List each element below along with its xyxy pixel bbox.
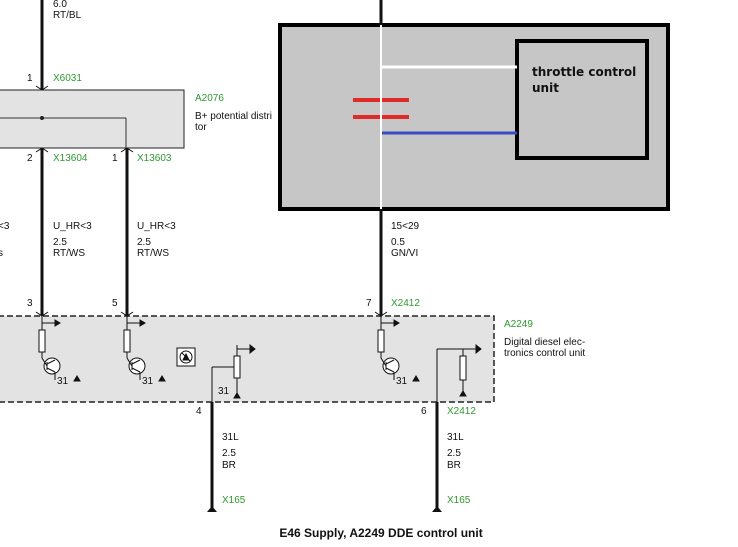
a2076-pin-top: 1 [27, 73, 33, 84]
a2249-conn-6: X2412 [447, 406, 476, 417]
a2249-block [0, 315, 495, 403]
wire2-gauge: 2.5 [137, 237, 151, 248]
throttle-label-line2: unit [532, 81, 559, 95]
a2249-desc-line2: tronics control unit [504, 348, 585, 359]
wire4-color: BR [222, 460, 236, 471]
a2249-pin-3: 3 [27, 298, 33, 309]
wire3-signal: 15<29 [391, 221, 420, 232]
a2249-pin-6: 6 [421, 406, 427, 417]
pressure-sensor-icon [176, 347, 196, 367]
a2249-ground-circuit-6 [436, 343, 482, 402]
a2249-input-3 [35, 311, 49, 317]
ground-label-2: 31 [142, 376, 154, 387]
a2076-pin-left: 2 [27, 153, 33, 164]
wire3-gauge: 0.5 [391, 237, 405, 248]
a2076-block [0, 89, 185, 149]
a2249-input-circuit-3 [377, 316, 420, 382]
bottom-connector-left: X165 [222, 495, 246, 506]
a2076-id: A2076 [195, 93, 224, 104]
wire1-gauge: 2.5 [53, 237, 67, 248]
wire5-color: BR [447, 460, 461, 471]
a2249-ground-circuit-4 [211, 343, 256, 402]
a2249-input-5 [120, 311, 134, 317]
a2249-pin-4: 4 [196, 406, 202, 417]
a2076-desc-line2: tor [195, 122, 207, 133]
a2076-bus-node [40, 116, 44, 120]
wire3-color: GN/VI [391, 248, 418, 259]
wire1-color: RT/WS [53, 248, 85, 259]
ground-label-3: 31 [396, 376, 408, 387]
top-wire-color: RT/BL [53, 10, 82, 21]
left-partial-color: s [0, 248, 3, 259]
bottom-connector-right: X165 [447, 495, 471, 506]
a2249-desc-line1: Digital diesel elec- [504, 337, 585, 348]
a2249-id: A2249 [504, 319, 533, 330]
a2249-conn-7: X2412 [391, 298, 420, 309]
a2076-pin-right: 1 [112, 153, 118, 164]
diagram-title: E46 Supply, A2249 DDE control unit [279, 526, 482, 540]
throttle-label-line1: throttle control [532, 65, 636, 79]
a2076-desc-line1: B+ potential distri [195, 111, 272, 122]
wire1-signal: U_HR<3 [53, 221, 92, 232]
left-partial-signal: <3 [0, 221, 10, 232]
a2249-input-7 [374, 311, 388, 317]
wire4-signal: 31L [222, 432, 239, 443]
throttle-control-unit-box [515, 39, 649, 160]
a2076-conn-left: X13604 [53, 153, 88, 164]
wire4-gauge: 2.5 [222, 448, 236, 459]
ground-label-1: 31 [57, 376, 69, 387]
a2076-conn-right: X13603 [137, 153, 172, 164]
wire2-signal: U_HR<3 [137, 221, 176, 232]
a2076-conn-top: X6031 [53, 73, 82, 84]
a2249-input-circuit-1 [38, 316, 81, 382]
a2249-pin-5: 5 [112, 298, 118, 309]
wire5-signal: 31L [447, 432, 464, 443]
wire5-gauge: 2.5 [447, 448, 461, 459]
a2249-pin-7: 7 [366, 298, 372, 309]
top-wire-gauge: 6.0 [53, 0, 67, 10]
a2249-input-circuit-2 [123, 316, 166, 382]
wire2-color: RT/WS [137, 248, 169, 259]
ground-label-4: 31 [218, 386, 230, 397]
